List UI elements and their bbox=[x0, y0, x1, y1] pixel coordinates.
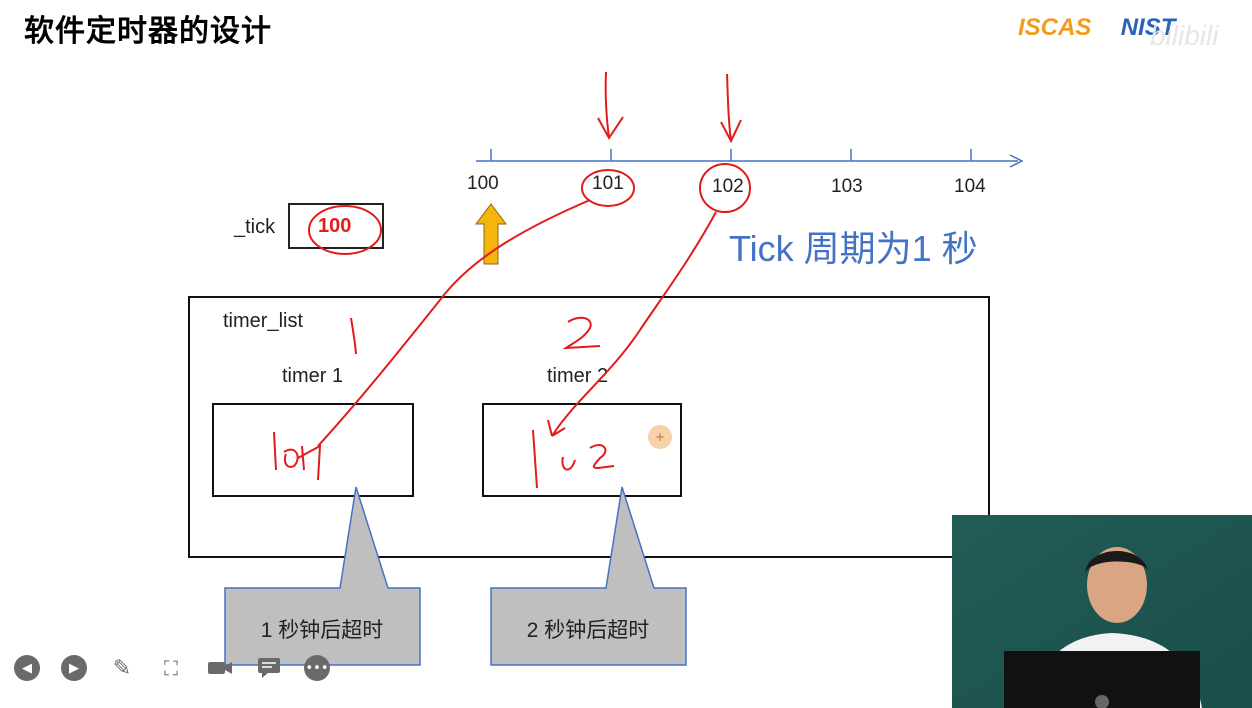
next-icon[interactable]: ▶ bbox=[61, 655, 87, 681]
link-102-timer2 bbox=[551, 211, 717, 437]
slide-title: 软件定时器的设计 bbox=[24, 14, 272, 49]
handwritten-102 bbox=[532, 429, 615, 489]
camera-icon[interactable] bbox=[206, 655, 234, 681]
cursor-highlight: + bbox=[648, 425, 672, 449]
callout-1-text: 1 秒钟后超时 bbox=[260, 619, 384, 642]
screenshot-icon[interactable]: ⛶ bbox=[164, 656, 178, 680]
tick-label-102: 102 bbox=[712, 176, 744, 197]
webcam-video[interactable] bbox=[952, 515, 1252, 708]
down-arrow-101 bbox=[597, 71, 624, 140]
tick-variable-label: _tick bbox=[234, 216, 276, 238]
logo-nist: NIST bbox=[1120, 14, 1176, 41]
logo: ISCAS NIST bbox=[1018, 14, 1175, 42]
more-icon[interactable]: ••• bbox=[304, 655, 330, 681]
tick-label-103: 103 bbox=[831, 176, 863, 197]
tick-variable-value: 100 bbox=[318, 215, 352, 237]
presenter-video-frame bbox=[952, 515, 1252, 708]
callout-2-shape bbox=[490, 486, 687, 666]
bilibili-watermark: bilibili bbox=[1150, 20, 1219, 51]
tick-label-104: 104 bbox=[954, 176, 986, 197]
callout-2-text: 2 秒钟后超时 bbox=[526, 619, 650, 642]
current-tick-arrow bbox=[475, 203, 507, 265]
link-101-timer1 bbox=[317, 199, 591, 447]
timer-2-box bbox=[482, 403, 682, 497]
annotation-1 bbox=[350, 317, 357, 355]
tick-label-100: 100 bbox=[467, 173, 499, 194]
timer-list-label: timer_list bbox=[223, 310, 304, 332]
timer-2-label: timer 2 bbox=[547, 365, 609, 387]
circle-101 bbox=[581, 169, 635, 207]
circle-102 bbox=[699, 163, 751, 213]
tick-period-text: Tick 周期为1 秒 bbox=[729, 228, 978, 269]
presentation-toolbar: ◀ ▶ ✎ ⛶ ••• bbox=[14, 655, 330, 681]
logo-iscas: ISCAS bbox=[1018, 14, 1092, 41]
comment-icon[interactable] bbox=[255, 655, 283, 681]
callout-1-shape bbox=[224, 486, 421, 666]
pen-icon[interactable]: ✎ bbox=[112, 655, 132, 681]
annotation-2 bbox=[562, 316, 601, 350]
down-arrow-102 bbox=[720, 73, 742, 144]
tick-label-101: 101 bbox=[592, 173, 624, 194]
timer-1-label: timer 1 bbox=[282, 365, 344, 387]
prev-icon[interactable]: ◀ bbox=[14, 655, 40, 681]
handwritten-104 bbox=[273, 431, 322, 481]
circle-tick-value bbox=[308, 205, 382, 255]
